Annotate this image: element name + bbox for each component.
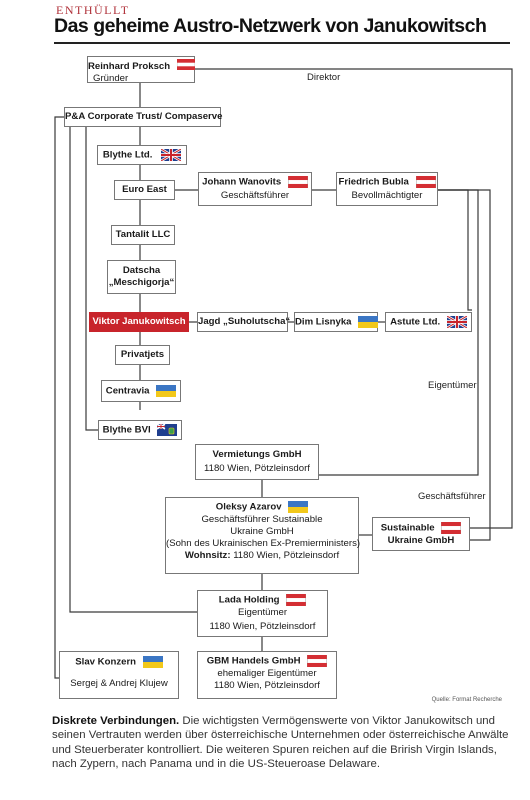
node-note: (Sohn des Ukrainischen Ex-Premierministe… [166, 537, 361, 549]
node-owners: Sergej & Andrej Klujew [70, 677, 168, 689]
node-name: Blythe Ltd. [102, 149, 153, 161]
node-wohnsitz-label: Wohnsitz: [184, 549, 231, 561]
node-dim-lisnyka: Dim Lisnyka [294, 312, 379, 332]
austria-flag-icon [286, 594, 307, 606]
edge-pa-slav [54, 116, 64, 679]
node-name: Friedrich Bubla [338, 176, 409, 188]
node-role: Gründer [93, 73, 129, 84]
node-name: Reinhard Proksch [88, 61, 171, 72]
node-role: ehemaliger Eigentümer [217, 667, 317, 679]
node-role: Geschäftsführer Sustainable [201, 513, 323, 525]
node-lada-holding: Lada Holding Eigentümer 1180 Wien, Pötzl… [197, 590, 328, 637]
node-johann-wanovits: Johann Wanovits Geschäftsführer [198, 172, 312, 206]
node-name: Privatjets [120, 349, 165, 360]
node-name: Jagd „Suholutscha“ [198, 316, 291, 327]
ukraine-flag-icon [288, 501, 309, 513]
ukraine-flag-icon [142, 656, 163, 668]
node-pa-corporate-trust: P&A Corporate Trust/ Compaserve [64, 107, 223, 127]
node-reinhard-proksch: Reinhard Proksch Gründer [87, 56, 195, 84]
bvi-flag-icon [157, 424, 178, 436]
node-tantalit-llc: Tantalit LLC [111, 225, 175, 245]
node-name: Astute Ltd. [390, 316, 441, 328]
ukraine-flag-icon [358, 316, 379, 328]
page-title: Das geheime Austro-Netzwerk von Janukowi… [54, 15, 487, 37]
node-name: P&A Corporate Trust/ Compaserve [65, 111, 223, 122]
node-name: Blythe BVI [102, 424, 151, 436]
uk-flag-icon [161, 149, 182, 161]
uk-flag-icon [446, 316, 467, 328]
node-name: Sustainable [380, 522, 435, 534]
node-name-2: Ukraine GmbH [387, 534, 455, 546]
edge-pa-blythebvi [85, 117, 98, 431]
caption-text: Die wichtigsten Vermögenswerte von Vikto… [52, 715, 509, 770]
node-name: Vermietungs GmbH [212, 449, 302, 460]
node-privatjets: Privatjets [115, 345, 170, 365]
node-address: 1180 Wien, Pötzleinsdorf [204, 463, 310, 474]
node-name: Datscha [122, 265, 161, 276]
edge-label-geschaeftsfuehrer: Geschäftsführer [418, 491, 486, 502]
node-name: GBM Handels GmbH [206, 655, 301, 667]
austria-flag-icon [176, 59, 195, 70]
title-rule [54, 42, 510, 44]
caption: Diskrete Verbindungen. Die wichtigsten V… [52, 714, 512, 771]
node-name: Euro East [122, 184, 167, 195]
ukraine-flag-icon [156, 385, 177, 397]
node-wohnsitz-value: 1180 Wien, Pötzleinsdorf [233, 549, 340, 561]
node-name: Tantalit LLC [115, 229, 171, 240]
edge-label-direktor: Direktor [307, 72, 341, 83]
edge-bubla-vermietungs [319, 189, 479, 476]
node-datscha: Datscha „Meschigorja“ [107, 260, 176, 294]
node-role: Eigentümer [237, 606, 288, 618]
austria-flag-icon [415, 176, 436, 188]
node-name: Slav Konzern [75, 656, 137, 668]
kicker: ENTHÜLLT [56, 3, 130, 17]
node-name: Oleksy Azarov [215, 501, 282, 513]
node-address: 1180 Wien, Pötzleinsdorf [214, 679, 320, 691]
edge-bubla-astute [438, 189, 472, 311]
austria-flag-icon [307, 655, 328, 667]
node-vermietungs-gmbh: Vermietungs GmbH 1180 Wien, Pötzleinsdor… [195, 444, 319, 480]
edge-bubla-sustainable [438, 189, 491, 541]
node-friedrich-bubla: Friedrich Bubla Bevollmächtigter [336, 172, 438, 206]
node-euro-east: Euro East [114, 180, 175, 200]
node-centravia: Centravia [101, 380, 181, 402]
node-subtitle: „Meschigorja“ [108, 277, 175, 288]
node-slav-konzern: Slav Konzern Sergej & Andrej Klujew [59, 651, 179, 699]
node-address: 1180 Wien, Pötzleinsdorf [209, 620, 316, 632]
caption-lead: Diskrete Verbindungen. [52, 715, 180, 727]
node-role: Geschäftsführer [220, 189, 290, 201]
node-name: Viktor Janukowitsch [92, 316, 186, 327]
node-name: Centravia [105, 385, 150, 397]
edge-proksch-direktor [195, 68, 513, 529]
node-astute-ltd: Astute Ltd. [385, 312, 472, 332]
node-role-2: Ukraine GmbH [230, 525, 294, 537]
node-oleksy-azarov: Oleksy Azarov Geschäftsführer Sustainabl… [165, 497, 361, 574]
node-viktor-janukowitsch: Viktor Janukowitsch [89, 312, 189, 332]
edge-pa-lada [69, 117, 197, 613]
node-role: Bevollmächtigter [351, 189, 423, 201]
node-name: Dim Lisnyka [295, 316, 352, 328]
node-name: Johann Wanovits [202, 176, 282, 188]
node-sustainable-ukraine-gmbh: Sustainable Ukraine GmbH [372, 517, 470, 551]
node-blythe-bvi: Blythe BVI [98, 420, 182, 440]
node-jagd-suholutscha: Jagd „Suholutscha“ [197, 312, 291, 332]
austria-flag-icon [287, 176, 308, 188]
node-gbm-handels-gmbh: GBM Handels GmbH ehemaliger Eigentümer 1… [197, 651, 337, 699]
edge-label-eigentuemer: Eigentümer [428, 380, 477, 391]
node-blythe-ltd: Blythe Ltd. [97, 145, 187, 165]
node-name: Lada Holding [218, 594, 280, 606]
source-note: Quelle: Format Recherche [431, 697, 502, 703]
austria-flag-icon [441, 522, 462, 534]
